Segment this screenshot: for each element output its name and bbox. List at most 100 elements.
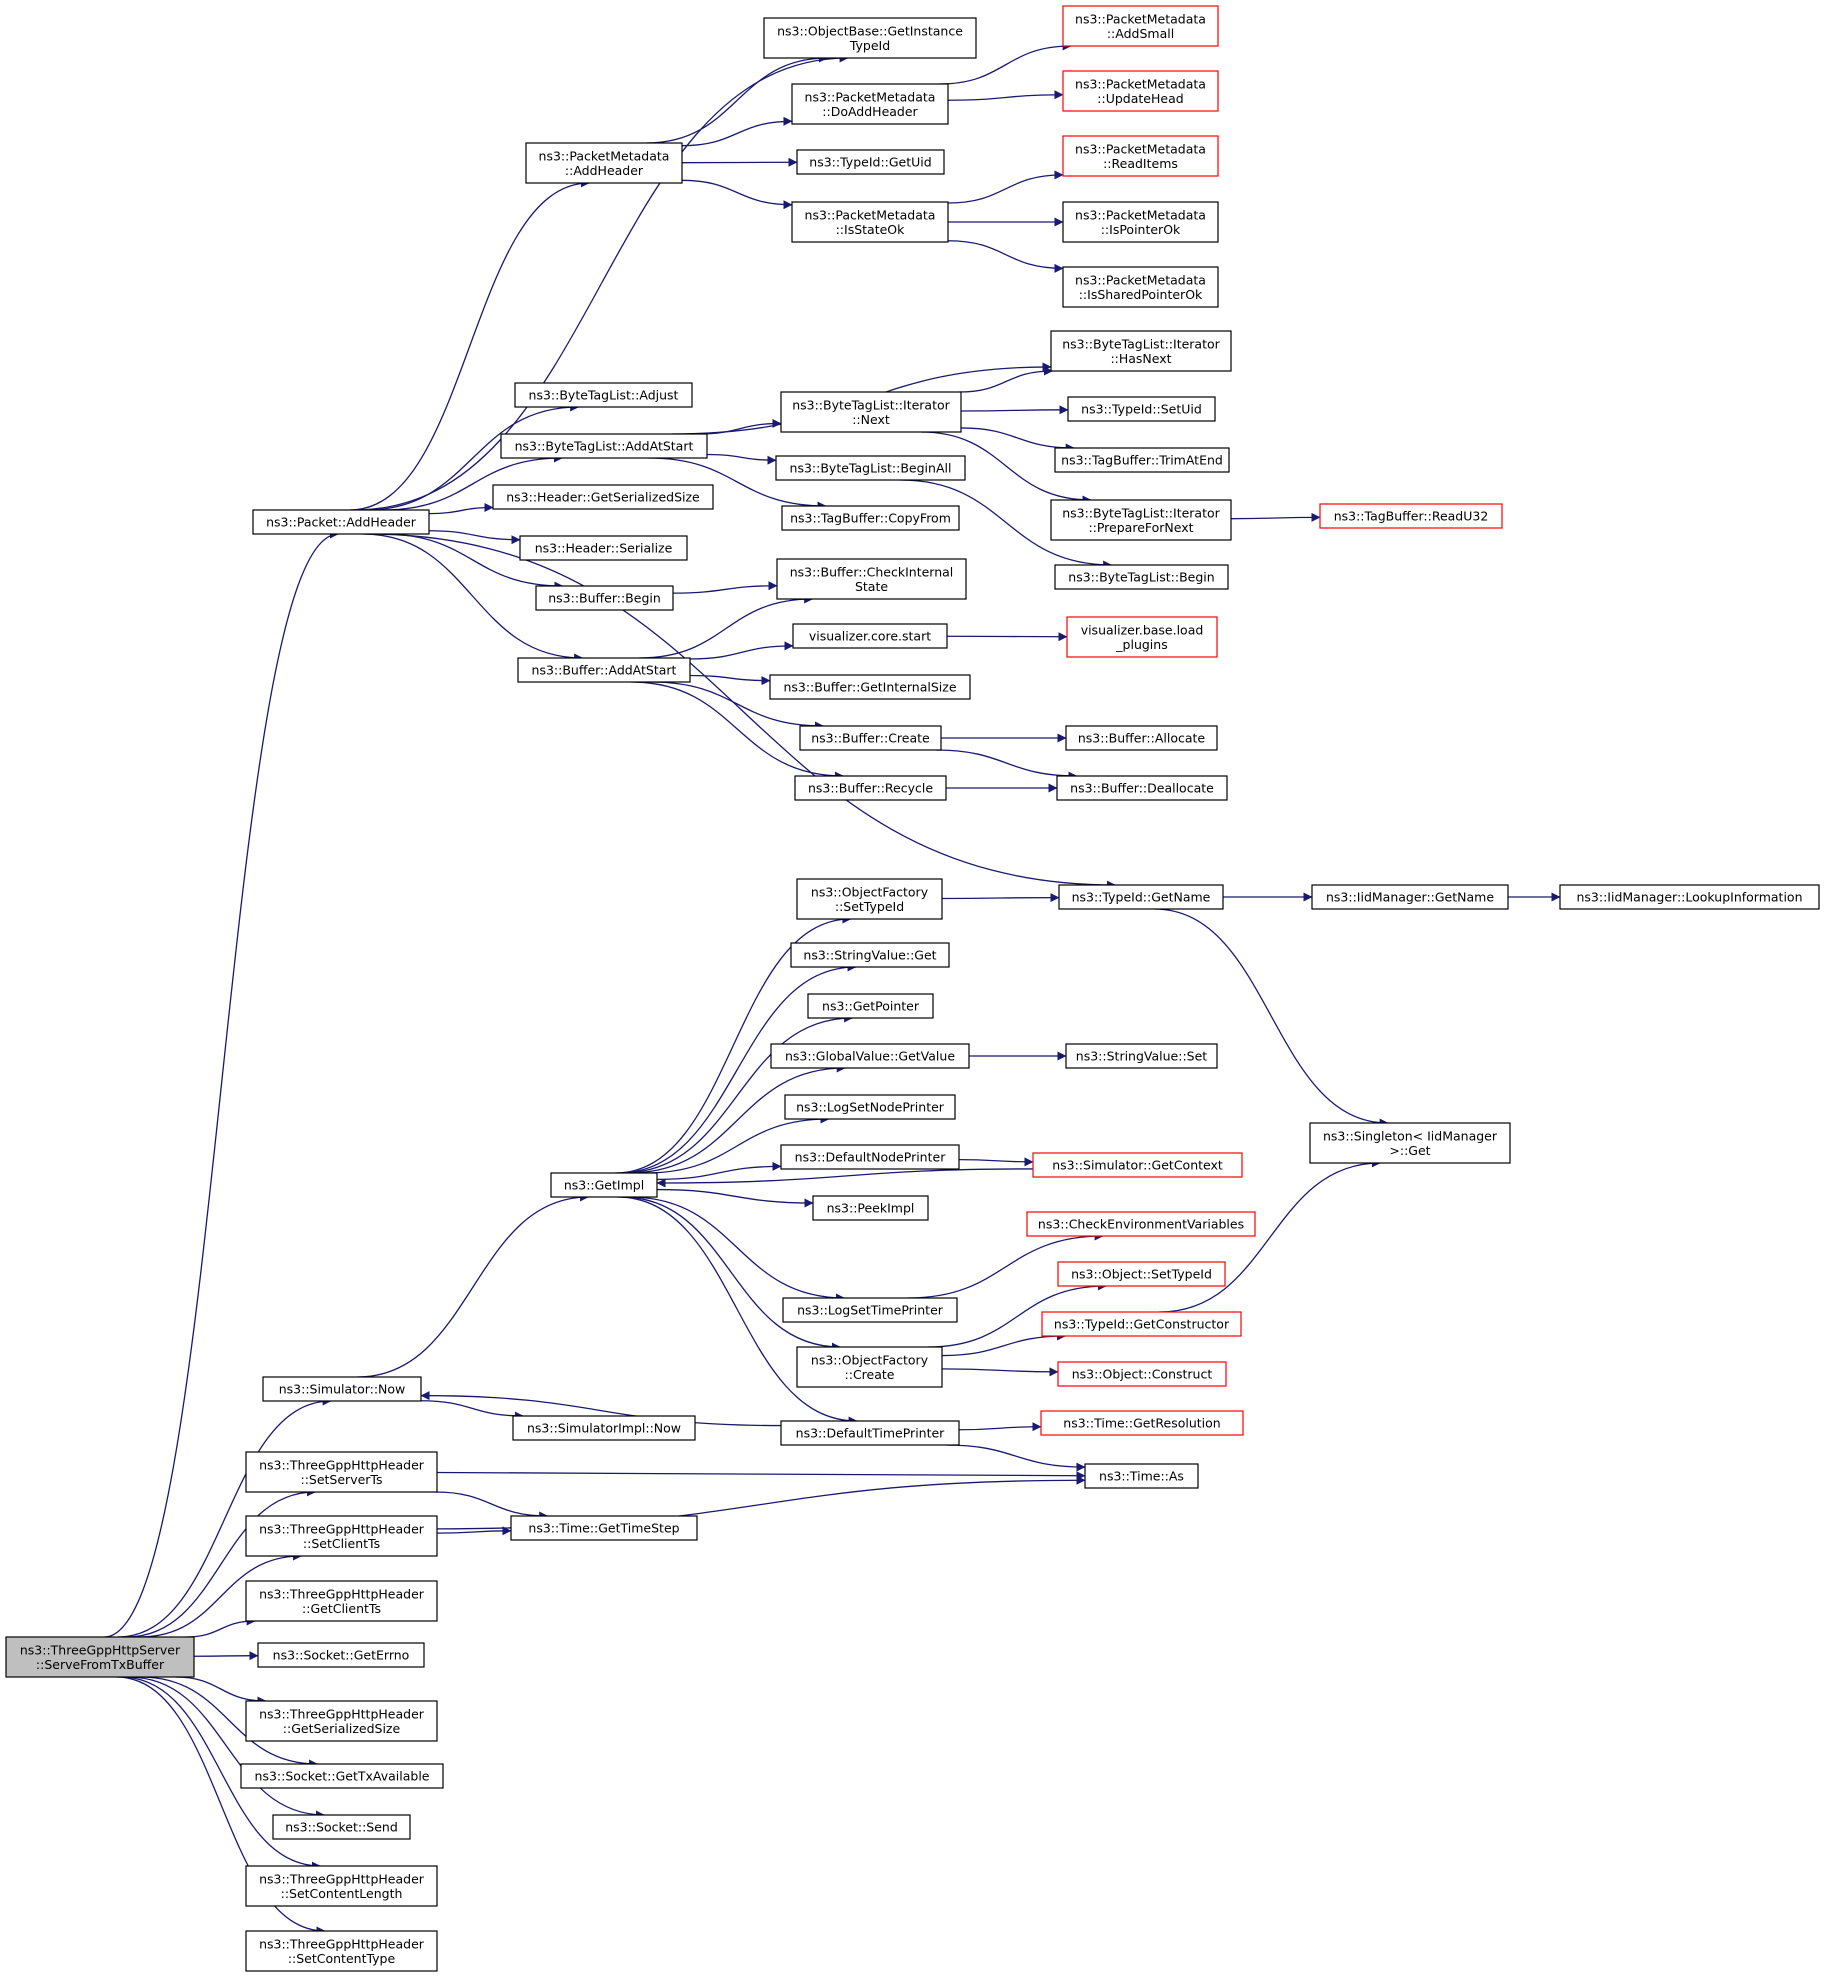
node-label: ::PrepareForNext [1088, 520, 1193, 535]
nodes-layer: ns3::ThreeGppHttpServer::ServeFromTxBuff… [5, 5, 1820, 1972]
node-label: ::ReadItems [1103, 156, 1178, 171]
node-sim-now[interactable]: ns3::Simulator::Now [262, 1376, 422, 1402]
node-viz-load[interactable]: visualizer.base.load_plugins [1066, 616, 1218, 658]
node-buf-addstart[interactable]: ns3::Buffer::AddAtStart [517, 657, 691, 683]
node-label: ::UpdateHead [1097, 91, 1183, 106]
node-btl-beginall[interactable]: ns3::ByteTagList::BeginAll [775, 455, 966, 481]
node-pm-isptr[interactable]: ns3::PacketMetadata::IsPointerOk [1062, 201, 1219, 243]
node-buf-recycle[interactable]: ns3::Buffer::Recycle [794, 775, 947, 801]
node-label: ns3::Buffer::Begin [548, 591, 661, 606]
node-btl-next[interactable]: ns3::ByteTagList::Iterator::Next [780, 391, 962, 433]
call-edge-btl_next-to-btl_hasnext [959, 366, 1053, 393]
node-tid-setuid[interactable]: ns3::TypeId::SetUid [1067, 396, 1216, 422]
node-pm-addsmall[interactable]: ns3::PacketMetadata::AddSmall [1062, 5, 1219, 47]
node-btl-addstart[interactable]: ns3::ByteTagList::AddAtStart [500, 433, 708, 459]
node-set-server-ts[interactable]: ns3::ThreeGppHttpHeader::SetServerTs [245, 1451, 438, 1493]
node-peekimpl[interactable]: ns3::PeekImpl [812, 1195, 929, 1221]
node-singleton-get[interactable]: ns3::Singleton< IidManager>::Get [1309, 1122, 1511, 1164]
node-hdr-ser[interactable]: ns3::Header::Serialize [519, 535, 688, 561]
node-set-client-ts[interactable]: ns3::ThreeGppHttpHeader::SetClientTs [245, 1515, 438, 1557]
node-box [1041, 1311, 1242, 1337]
node-iid-getname[interactable]: ns3::IidManager::GetName [1311, 884, 1509, 910]
call-edge-getimpl-to-peekimpl [656, 1188, 814, 1208]
node-tid-getname[interactable]: ns3::TypeId::GetName [1058, 884, 1224, 910]
call-edge-pkt_addh-to-hdr_ser [428, 530, 521, 545]
node-box [780, 1420, 960, 1446]
node-pkt-addh[interactable]: ns3::Packet::AddHeader [252, 509, 430, 535]
node-get-client-ts[interactable]: ns3::ThreeGppHttpHeader::GetClientTs [245, 1580, 438, 1622]
node-buf-begin[interactable]: ns3::Buffer::Begin [535, 585, 674, 611]
edges-layer [104, 41, 1561, 1936]
node-tid-getctor[interactable]: ns3::TypeId::GetConstructor [1041, 1311, 1242, 1337]
node-obj-construct[interactable]: ns3::Object::Construct [1057, 1361, 1227, 1387]
node-pm-isstate[interactable]: ns3::PacketMetadata::IsStateOk [791, 201, 949, 243]
node-log-timeprint[interactable]: ns3::LogSetTimePrinter [782, 1297, 958, 1323]
node-label: ns3::Buffer::GetInternalSize [783, 680, 956, 695]
node-buf-dealloc[interactable]: ns3::Buffer::Deallocate [1056, 775, 1228, 801]
node-time-as[interactable]: ns3::Time::As [1084, 1463, 1199, 1489]
node-tb-readu32[interactable]: ns3::TagBuffer::ReadU32 [1319, 503, 1503, 529]
node-sock-send[interactable]: ns3::Socket::Send [272, 1814, 411, 1840]
node-obj-settid[interactable]: ns3::Object::SetTypeId [1057, 1261, 1226, 1287]
node-buf-getint[interactable]: ns3::Buffer::GetInternalSize [769, 674, 971, 700]
node-label: ns3::LogSetTimePrinter [797, 1303, 944, 1318]
node-set-ctype[interactable]: ns3::ThreeGppHttpHeader::SetContentType [245, 1930, 438, 1972]
node-def-nodeprint[interactable]: ns3::DefaultNodePrinter [780, 1144, 960, 1170]
node-btl-prep[interactable]: ns3::ByteTagList::Iterator::PrepareForNe… [1050, 499, 1232, 541]
node-of-settid[interactable]: ns3::ObjectFactory::SetTypeId [796, 878, 943, 920]
node-pm-updhead[interactable]: ns3::PacketMetadata::UpdateHead [1062, 70, 1219, 112]
node-box [262, 1376, 422, 1402]
node-getpointer[interactable]: ns3::GetPointer [807, 993, 934, 1019]
call-edge-buf_begin-to-buf_checkint [672, 581, 778, 594]
node-sv-get[interactable]: ns3::StringValue::Get [790, 942, 950, 968]
node-time-step[interactable]: ns3::Time::GetTimeStep [510, 1515, 698, 1541]
node-pm-addh[interactable]: ns3::PacketMetadata::AddHeader [525, 142, 683, 184]
node-gv-getvalue[interactable]: ns3::GlobalValue::GetValue [770, 1043, 970, 1069]
node-buf-alloc[interactable]: ns3::Buffer::Allocate [1065, 725, 1218, 751]
node-tid-getuid[interactable]: ns3::TypeId::GetUid [796, 149, 945, 175]
node-time-getres[interactable]: ns3::Time::GetResolution [1040, 1410, 1244, 1436]
node-hdr-getsize[interactable]: ns3::Header::GetSerializedSize [492, 484, 714, 510]
node-of-create[interactable]: ns3::ObjectFactory::Create [796, 1346, 943, 1388]
node-pm-isshptr[interactable]: ns3::PacketMetadata::IsSharedPointerOk [1062, 266, 1219, 308]
node-buf-create[interactable]: ns3::Buffer::Create [799, 725, 942, 751]
call-edge-buf_addstart-to-buf_getint [689, 674, 771, 686]
node-def-timeprint[interactable]: ns3::DefaultTimePrinter [780, 1420, 960, 1446]
node-pm-doaddh[interactable]: ns3::PacketMetadata::DoAddHeader [791, 83, 949, 125]
node-getimpl[interactable]: ns3::GetImpl [550, 1172, 658, 1198]
node-sv-set[interactable]: ns3::StringValue::Set [1065, 1043, 1218, 1069]
node-iid-lookup[interactable]: ns3::IidManager::LookupInformation [1559, 884, 1820, 910]
call-edge-pkt_addh-to-pm_addh [349, 178, 590, 511]
node-box [1067, 396, 1216, 422]
node-box [272, 1814, 411, 1840]
node-check-env[interactable]: ns3::CheckEnvironmentVariables [1026, 1211, 1256, 1237]
node-label: ns3::TypeId::GetUid [809, 155, 931, 170]
node-label: ::IsPointerOk [1101, 222, 1181, 237]
node-btl-adjust[interactable]: ns3::ByteTagList::Adjust [514, 382, 693, 408]
node-pm-readitems[interactable]: ns3::PacketMetadata::ReadItems [1062, 135, 1219, 177]
node-box [1062, 266, 1219, 308]
node-label: ns3::Object::SetTypeId [1071, 1267, 1212, 1282]
node-sim-getctx[interactable]: ns3::Simulator::GetContext [1032, 1152, 1243, 1178]
node-tb-trim[interactable]: ns3::TagBuffer::TrimAtEnd [1054, 447, 1230, 473]
node-get-ser-size[interactable]: ns3::ThreeGppHttpHeader::GetSerializedSi… [245, 1700, 438, 1742]
node-btl-begin[interactable]: ns3::ByteTagList::Begin [1054, 564, 1229, 590]
call-edge-btl_addstart-to-btl_next [698, 418, 782, 435]
node-btl-hasnext[interactable]: ns3::ByteTagList::Iterator::HasNext [1050, 330, 1232, 372]
node-label: ns3::ThreeGppHttpHeader [259, 1936, 425, 1951]
call-edge-pm_doaddh-to-pm_updhead [947, 90, 1064, 101]
node-tb-copyfrom[interactable]: ns3::TagBuffer::CopyFrom [781, 505, 960, 531]
call-edge-buf_addstart-to-buf_checkint [639, 594, 814, 659]
node-box [780, 391, 962, 433]
call-edge-def_nodeprint-to-sim_getctx [958, 1157, 1034, 1167]
node-viz-start[interactable]: visualizer.core.start [792, 623, 948, 649]
node-sock-txavail[interactable]: ns3::Socket::GetTxAvailable [240, 1763, 444, 1789]
node-simimpl-now[interactable]: ns3::SimulatorImpl::Now [512, 1415, 696, 1441]
call-edge-root-to-get_client_ts [186, 1616, 256, 1638]
node-sock-errno[interactable]: ns3::Socket::GetErrno [257, 1642, 425, 1668]
node-set-clen[interactable]: ns3::ThreeGppHttpHeader::SetContentLengt… [245, 1865, 438, 1907]
node-log-nodeprint[interactable]: ns3::LogSetNodePrinter [784, 1094, 956, 1120]
